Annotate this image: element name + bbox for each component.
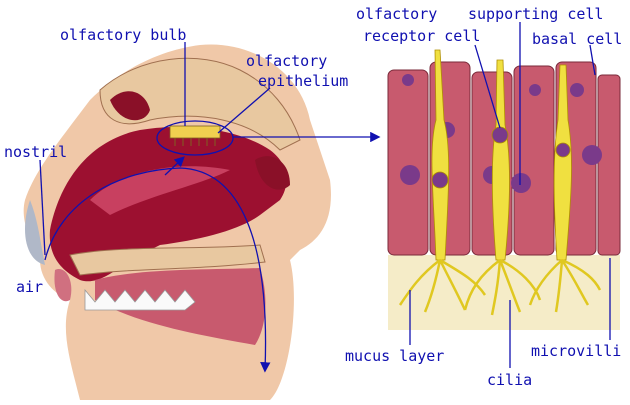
nostril-leader (39, 159, 46, 256)
label-microvilli: microvilli (531, 342, 621, 360)
epithelium-detail (387, 49, 621, 330)
label-receptor-cell-1: olfactory (356, 5, 437, 23)
lip (54, 269, 72, 302)
label-receptor-cell-2: receptor cell (363, 27, 480, 45)
nasal-cavity (49, 126, 287, 282)
nostril-ala (25, 200, 45, 265)
label-basal-cell: basal cell (532, 30, 622, 48)
nasal-bone (99, 57, 301, 151)
basal-leader (589, 44, 596, 76)
label-mucus-layer: mucus layer (345, 347, 444, 365)
label-olfactory-bulb: olfactory bulb (60, 26, 186, 44)
teeth (84, 288, 196, 311)
airflow-arrow (44, 167, 271, 373)
label-cilia: cilia (487, 371, 532, 389)
airflow-arrow-up (164, 156, 185, 176)
receptor-leader (474, 44, 501, 129)
receptor-cells (431, 49, 572, 261)
label-olfactory-epithelium-1: olfactory (246, 52, 327, 70)
sinus-2 (255, 156, 290, 190)
cilia-strands (398, 258, 602, 316)
palate (69, 244, 266, 276)
epithelium-highlight (156, 120, 234, 156)
label-supporting-cell: supporting cell (468, 5, 603, 23)
label-olfactory-epithelium-2: epithelium (258, 72, 348, 90)
sinus (110, 91, 150, 121)
epithelium-leader (217, 87, 271, 134)
olfactory-bulb-shape (169, 125, 221, 139)
label-air: air (16, 278, 43, 296)
head-cross-section (23, 44, 331, 401)
label-nostril: nostril (4, 143, 67, 161)
mucus-layer-shape (388, 255, 620, 330)
